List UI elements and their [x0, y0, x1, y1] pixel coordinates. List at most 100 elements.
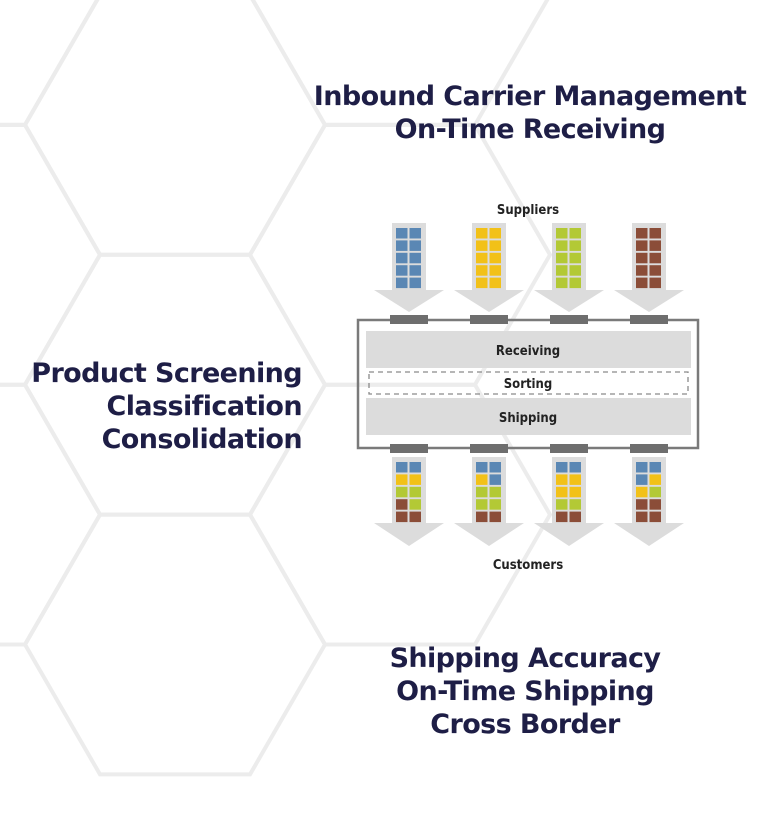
warehouse: Receiving Sorting Shipping [356, 315, 700, 453]
inbound-heading: Inbound Carrier Management On-Time Recei… [300, 80, 760, 146]
supplier-arrow [374, 223, 444, 312]
customer-package-blue [556, 462, 568, 473]
customer-arrow [374, 457, 444, 546]
supplier-arrow-shape [454, 223, 524, 312]
supplier-package-yellow [489, 240, 501, 251]
customer-package-brown [489, 511, 501, 523]
inbound-dock-door [550, 315, 588, 324]
supplier-package-brown [649, 277, 661, 289]
supplier-package-blue [396, 277, 408, 289]
customer-package-brown [476, 511, 488, 523]
supplier-package-brown [649, 240, 661, 251]
sorting-zone [368, 371, 689, 395]
supplier-arrow-shape [374, 223, 444, 312]
customer-package-yellow [396, 474, 408, 485]
hexagon-outline [0, 122, 103, 387]
supplier-package-yellow [489, 265, 501, 276]
customer-package-brown [636, 511, 648, 523]
supplier-package-blue [409, 228, 421, 239]
customer-package-blue [649, 462, 661, 473]
inbound-dock-door [630, 315, 668, 324]
customer-package-yellow [409, 474, 421, 485]
supplier-arrow [454, 223, 524, 312]
customer-package-yellow [569, 474, 581, 485]
hexagon-outline [247, 382, 553, 647]
supplier-arrow [534, 223, 604, 312]
supplier-package-green [556, 252, 568, 264]
receiving-label: Receiving [496, 344, 560, 359]
customer-package-green [409, 486, 421, 498]
outbound-dock-door [630, 444, 668, 453]
screening-heading: Product Screening Classification Consoli… [0, 357, 302, 456]
customer-package-yellow [556, 474, 568, 485]
sorting-label: Sorting [504, 377, 553, 392]
supplier-package-blue [396, 265, 408, 276]
supplier-package-blue [409, 240, 421, 251]
customer-package-brown [396, 511, 408, 523]
supplier-package-blue [409, 265, 421, 276]
hexagon-outline [22, 512, 328, 777]
supplier-package-brown [636, 265, 648, 276]
supplier-arrows [374, 223, 684, 312]
outbound-dock-door [390, 444, 428, 453]
supplier-package-brown [636, 228, 648, 239]
supplier-package-blue [396, 228, 408, 239]
customer-arrow-shape [454, 457, 524, 546]
supplier-package-yellow [489, 252, 501, 264]
cross-dock-diagram: Suppliers Receiving Sorting Shipping Cus… [356, 203, 700, 573]
customer-package-blue [476, 462, 488, 473]
inbound-heading-line: Inbound Carrier Management [313, 81, 747, 112]
customer-arrow [534, 457, 604, 546]
customers-label: Customers [493, 558, 563, 573]
supplier-package-blue [396, 252, 408, 264]
supplier-package-yellow [476, 265, 488, 276]
docks [390, 315, 668, 453]
hexagon-outline [22, 0, 328, 257]
customer-package-green [489, 499, 501, 510]
customer-package-yellow [636, 486, 648, 498]
customer-package-blue [396, 462, 408, 473]
customer-package-brown [569, 511, 581, 523]
customer-package-blue [636, 462, 648, 473]
supplier-package-yellow [476, 240, 488, 251]
customer-package-yellow [556, 486, 568, 498]
supplier-package-brown [636, 252, 648, 264]
inbound-heading-line: On-Time Receiving [394, 114, 666, 145]
customer-package-yellow [476, 474, 488, 485]
customer-arrow-shape [614, 457, 684, 546]
customer-arrow [614, 457, 684, 546]
customer-package-green [409, 499, 421, 510]
customer-package-green [476, 486, 488, 498]
customer-package-brown [396, 499, 408, 510]
supplier-package-yellow [476, 228, 488, 239]
supplier-package-brown [649, 228, 661, 239]
outbound-heading-line: On-Time Shipping [396, 676, 654, 707]
supplier-package-green [569, 240, 581, 251]
outbound-heading: Shipping Accuracy On-Time Shipping Cross… [370, 642, 680, 741]
supplier-package-green [556, 228, 568, 239]
customer-package-blue [409, 462, 421, 473]
supplier-package-green [569, 265, 581, 276]
supplier-package-brown [636, 240, 648, 251]
supplier-package-brown [636, 277, 648, 289]
customer-package-brown [409, 511, 421, 523]
supplier-package-yellow [489, 277, 501, 289]
customer-package-blue [636, 474, 648, 485]
customer-package-green [489, 486, 501, 498]
customer-package-green [396, 486, 408, 498]
receiving-band [366, 331, 691, 368]
customer-package-green [476, 499, 488, 510]
customer-package-blue [569, 462, 581, 473]
customer-package-yellow [649, 474, 661, 485]
supplier-package-green [569, 277, 581, 289]
customer-arrow [454, 457, 524, 546]
outbound-dock-door [470, 444, 508, 453]
supplier-package-yellow [476, 252, 488, 264]
supplier-arrow [614, 223, 684, 312]
customer-package-blue [489, 474, 501, 485]
outbound-heading-line: Shipping Accuracy [389, 643, 661, 674]
customer-package-brown [649, 499, 661, 510]
supplier-arrow-shape [614, 223, 684, 312]
inbound-dock-door [390, 315, 428, 324]
